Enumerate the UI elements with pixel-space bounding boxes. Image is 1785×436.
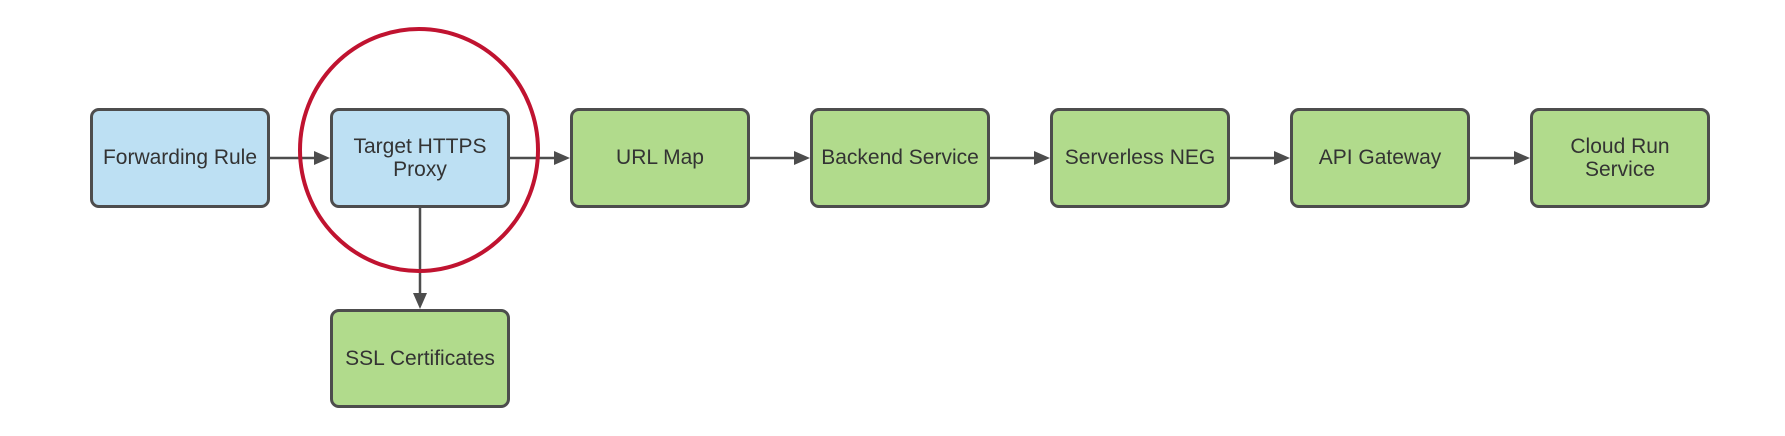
arrow-backend-service-to-serverless-neg	[990, 151, 1050, 165]
arrow-target-https-proxy-to-url-map	[510, 151, 570, 165]
node-backend-service: Backend Service	[810, 108, 990, 208]
arrow-url-map-to-backend-service	[750, 151, 810, 165]
node-ssl-certificates: SSL Certificates	[330, 309, 510, 408]
arrow-serverless-neg-to-api-gateway	[1230, 151, 1290, 165]
node-serverless-neg: Serverless NEG	[1050, 108, 1230, 208]
node-target-https-proxy: Target HTTPS Proxy	[330, 108, 510, 208]
node-url-map: URL Map	[570, 108, 750, 208]
node-api-gateway: API Gateway	[1290, 108, 1470, 208]
node-forwarding-rule: Forwarding Rule	[90, 108, 270, 208]
arrow-forwarding-rule-to-target-https-proxy	[270, 151, 330, 165]
arrow-target-https-proxy-to-ssl-certificates	[413, 208, 427, 309]
arrow-api-gateway-to-cloud-run-service	[1470, 151, 1530, 165]
node-cloud-run-service: Cloud Run Service	[1530, 108, 1710, 208]
